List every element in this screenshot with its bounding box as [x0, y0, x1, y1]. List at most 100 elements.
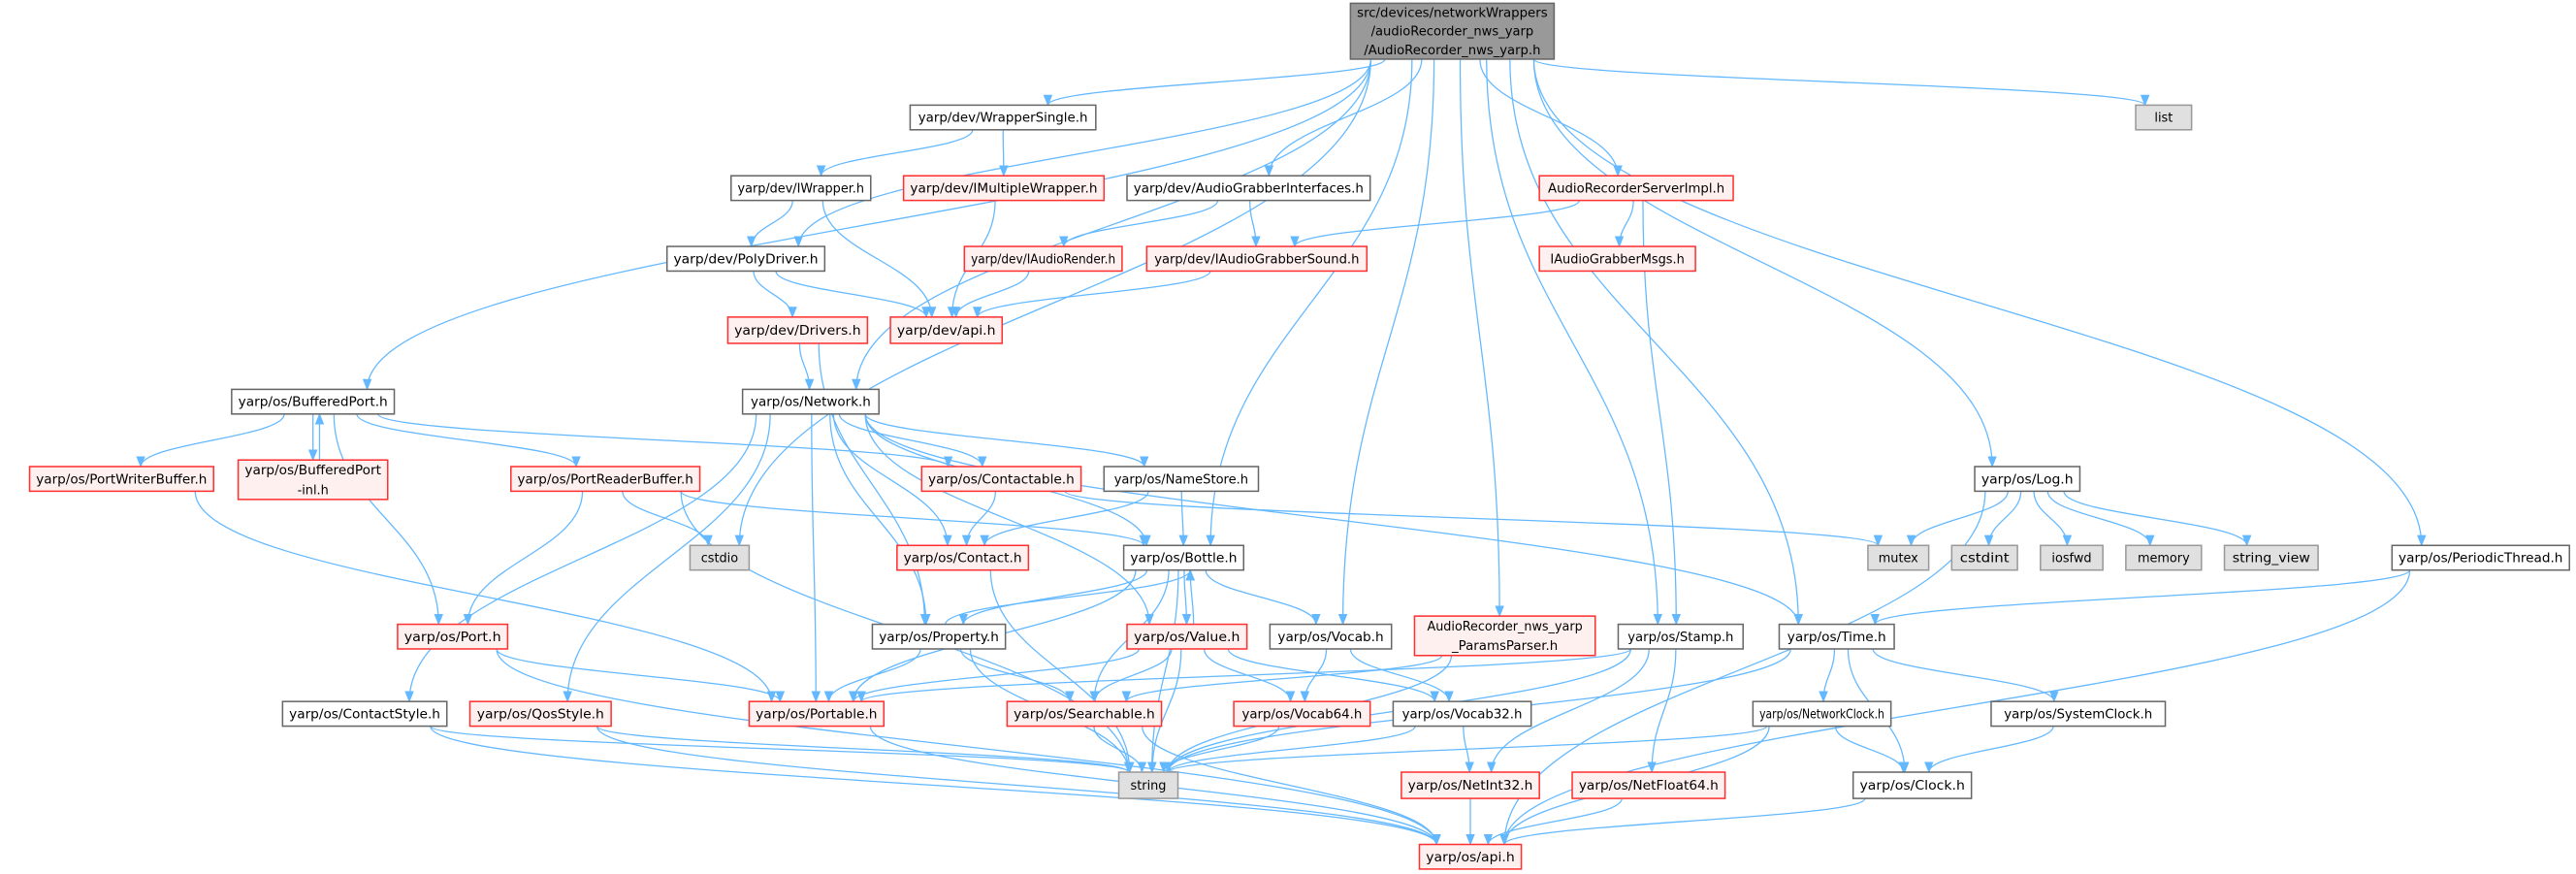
node-box — [28, 466, 214, 493]
node-Value[interactable]: yarp/os/Value.h — [1126, 623, 1248, 650]
node-IAudioGrabberMsgs[interactable]: IAudioGrabberMsgs.h — [1538, 245, 1696, 273]
node-AudioGrabberInterfaces[interactable]: yarp/dev/AudioGrabberInterfaces.h — [1126, 175, 1371, 202]
node-PortWriterBuffer[interactable]: yarp/os/PortWriterBuffer.h — [28, 466, 214, 493]
node-Contact[interactable]: yarp/os/Contact.h — [896, 544, 1030, 571]
node-mutex[interactable]: mutex — [1867, 544, 1930, 571]
node-BufferedPortInl[interactable]: yarp/os/BufferedPort-inl.h — [237, 459, 389, 501]
edge-root-to-PolyDriver — [793, 58, 1372, 248]
node-label: yarp/os/BufferedPort.h — [239, 396, 388, 410]
node-Clock[interactable]: yarp/os/Clock.h — [1852, 771, 1973, 799]
node-box — [902, 175, 1106, 202]
node-box — [963, 245, 1123, 273]
node-string_view[interactable]: string_view — [2223, 544, 2319, 571]
edge-IAudioGrabberSound-to-devapi — [973, 271, 1211, 319]
node-label: yarp/dev/PolyDriver.h — [673, 252, 818, 267]
node-iosfwd[interactable]: iosfwd — [2040, 544, 2104, 571]
node-label: yarp/os/Clock.h — [1859, 779, 1964, 793]
node-cstdio[interactable]: cstdio — [689, 544, 751, 571]
node-box — [1401, 771, 1540, 799]
node-devapi[interactable]: yarp/dev/api.h — [889, 316, 1004, 344]
edge-root-to-Vocab — [1337, 58, 1435, 626]
node-IWrapper[interactable]: yarp/dev/IWrapper.h — [730, 175, 872, 202]
node-box — [1269, 623, 1393, 650]
node-PeriodicThread[interactable]: yarp/os/PeriodicThread.h — [2391, 544, 2570, 571]
node-Contactable[interactable]: yarp/os/Contactable.h — [920, 466, 1082, 493]
edge-Contact-to-string — [989, 569, 1135, 774]
node-box — [726, 316, 869, 344]
node-NetInt32[interactable]: yarp/os/NetInt32.h — [1401, 771, 1540, 799]
node-label: yarp/os/SystemClock.h — [2004, 707, 2152, 722]
node-Vocab[interactable]: yarp/os/Vocab.h — [1269, 623, 1393, 650]
node-IAudioRender[interactable]: yarp/dev/IAudioRender.h — [963, 245, 1123, 273]
node-NetworkClock[interactable]: yarp/os/NetworkClock.h — [1752, 700, 1892, 728]
node-Searchable[interactable]: yarp/os/Searchable.h — [1006, 700, 1163, 728]
edge-Network-to-Time — [864, 413, 1803, 626]
edge-NameStore-to-Bottle — [1178, 491, 1188, 547]
node-ParamsParser[interactable]: AudioRecorder_nws_yarp_ParamsParser.h — [1413, 615, 1596, 657]
node-Bottle[interactable]: yarp/os/Bottle.h — [1122, 544, 1245, 571]
node-string[interactable]: string — [1117, 771, 1179, 799]
node-box — [748, 700, 886, 728]
node-Network[interactable]: yarp/os/Network.h — [741, 388, 880, 415]
node-BufferedPort[interactable]: yarp/os/BufferedPort.h — [231, 388, 396, 415]
node-PortReaderBuffer[interactable]: yarp/os/PortReaderBuffer.h — [510, 466, 701, 493]
node-Portable[interactable]: yarp/os/Portable.h — [748, 700, 886, 728]
edge-Value-to-Bottle — [1185, 568, 1195, 625]
node-ContactStyle[interactable]: yarp/os/ContactStyle.h — [281, 700, 448, 728]
node-box — [1392, 700, 1532, 728]
node-Time[interactable]: yarp/os/Time.h — [1778, 623, 1895, 650]
node-box — [1126, 175, 1371, 202]
node-label: yarp/os/Vocab.h — [1277, 631, 1383, 645]
edge-Stamp-to-NetInt32 — [1486, 648, 1650, 774]
node-SystemClock[interactable]: yarp/os/SystemClock.h — [1990, 700, 2167, 728]
edge-IWrapper-to-devapi — [821, 200, 937, 319]
node-PolyDriver[interactable]: yarp/dev/PolyDriver.h — [665, 245, 826, 273]
node-label: yarp/os/Network.h — [751, 396, 871, 410]
node-Port[interactable]: yarp/os/Port.h — [397, 623, 509, 650]
node-root[interactable]: src/devices/networkWrappers/audioRecorde… — [1349, 2, 1556, 60]
edge-AudioGrabberInterfaces-to-IAudioGrabberSound — [1248, 200, 1261, 248]
node-box — [1950, 544, 2018, 571]
edge-Clock-to-osapi — [1499, 797, 1866, 846]
edge-root-to-AudioGrabberInterfaces — [1264, 58, 1423, 178]
node-IMultipleWrapper[interactable]: yarp/dev/IMultipleWrapper.h — [902, 175, 1106, 202]
node-memory[interactable]: memory — [2125, 544, 2203, 571]
node-box — [1122, 544, 1245, 571]
node-label: AudioRecorderServerImpl.h — [1548, 181, 1724, 196]
node-box — [1233, 700, 1371, 728]
node-Stamp[interactable]: yarp/os/Stamp.h — [1617, 623, 1744, 650]
node-label: yarp/os/NameStore.h — [1114, 472, 1248, 487]
node-box — [889, 316, 1004, 344]
node-Log[interactable]: yarp/os/Log.h — [1974, 466, 2081, 493]
node-box — [1145, 245, 1368, 273]
node-cstdint[interactable]: cstdint — [1950, 544, 2018, 571]
node-box — [237, 459, 389, 501]
edge-root-to-Time — [1509, 58, 1803, 626]
node-Vocab64[interactable]: yarp/os/Vocab64.h — [1233, 700, 1371, 728]
node-osapi[interactable]: yarp/os/api.h — [1418, 843, 1523, 870]
edge-AudioRecorderServerImpl-to-IAudioGrabberMsgs — [1614, 200, 1634, 248]
node-WrapperSingle[interactable]: yarp/dev/WrapperSingle.h — [909, 104, 1097, 131]
node-AudioRecorderServerImpl[interactable]: AudioRecorderServerImpl.h — [1538, 175, 1734, 202]
edge-Network-to-Contact — [832, 413, 952, 547]
node-list[interactable]: list — [2135, 104, 2193, 131]
node-NameStore[interactable]: yarp/os/NameStore.h — [1103, 466, 1260, 493]
edge-root-to-AudioRecorderServerImpl — [1479, 58, 1623, 178]
node-Drivers[interactable]: yarp/dev/Drivers.h — [726, 316, 869, 344]
node-box — [231, 388, 396, 415]
node-QosStyle[interactable]: yarp/os/QosStyle.h — [468, 700, 612, 728]
node-box — [1006, 700, 1163, 728]
node-Vocab32[interactable]: yarp/os/Vocab32.h — [1392, 700, 1532, 728]
edge-Log-to-mutex — [1906, 491, 2009, 547]
node-label: yarp/dev/api.h — [897, 324, 996, 339]
node-IAudioGrabberSound[interactable]: yarp/dev/IAudioGrabberSound.h — [1145, 245, 1368, 273]
edge-Searchable-to-osapi — [1142, 726, 1441, 846]
node-NetFloat64[interactable]: yarp/os/NetFloat64.h — [1571, 771, 1726, 799]
edge-Time-to-NetworkClock — [1819, 648, 1836, 703]
node-label: /AudioRecorder_nws_yarp.h — [1364, 44, 1540, 58]
edge-PortReaderBuffer-to-Bottle — [680, 490, 1148, 547]
node-label: yarp/os/BufferedPort — [244, 464, 381, 478]
node-Property[interactable]: yarp/os/Property.h — [871, 623, 1007, 650]
node-label: src/devices/networkWrappers — [1357, 7, 1548, 21]
